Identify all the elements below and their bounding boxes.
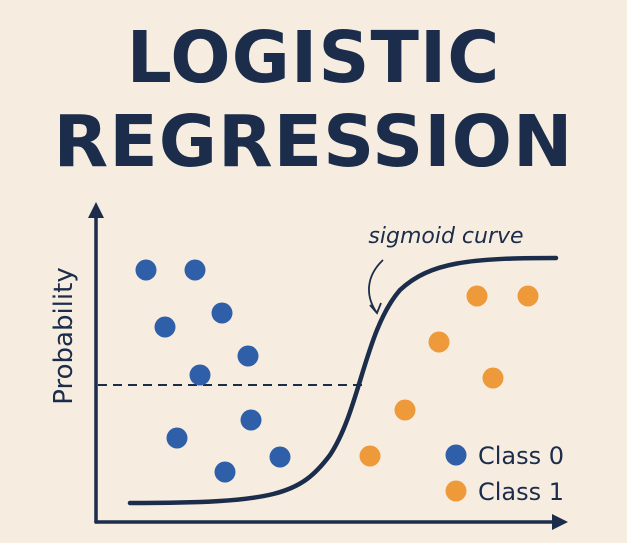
sigmoid-curve — [127, 255, 559, 506]
class-0-point — [240, 409, 262, 431]
sigmoid-annotation: sigmoid curve — [368, 224, 523, 249]
y-axis-label: Probability — [49, 267, 79, 404]
title-line-2: REGRESSION — [53, 100, 574, 183]
class-1-point — [466, 285, 488, 307]
class-0-point — [214, 461, 236, 483]
class-0-point — [189, 364, 211, 386]
class-0-point — [184, 259, 206, 281]
annotation-arrow — [368, 259, 384, 314]
legend-marker-class-0 — [445, 444, 467, 466]
legend-label-class-0: Class 0 — [478, 442, 564, 470]
class-1-point — [359, 445, 381, 467]
class-1-point — [394, 399, 416, 421]
legend-marker-class-1 — [445, 480, 467, 502]
class-0-point — [135, 259, 157, 281]
class-1-point — [482, 367, 504, 389]
y-axis-arrowhead — [88, 202, 104, 218]
class-0-point — [154, 316, 176, 338]
legend: Class 0 Class 1 — [445, 442, 564, 506]
class-0-point — [269, 446, 291, 468]
x-axis-arrowhead — [552, 514, 568, 530]
class-1-points — [359, 285, 539, 467]
class-0-points — [135, 259, 291, 483]
class-0-point — [166, 427, 188, 449]
legend-label-class-1: Class 1 — [478, 478, 564, 506]
title-line-1: LOGISTIC — [126, 16, 501, 99]
class-1-point — [428, 331, 450, 353]
class-0-point — [211, 302, 233, 324]
class-1-point — [517, 285, 539, 307]
annotation-arrowhead — [369, 302, 382, 315]
class-0-point — [237, 345, 259, 367]
